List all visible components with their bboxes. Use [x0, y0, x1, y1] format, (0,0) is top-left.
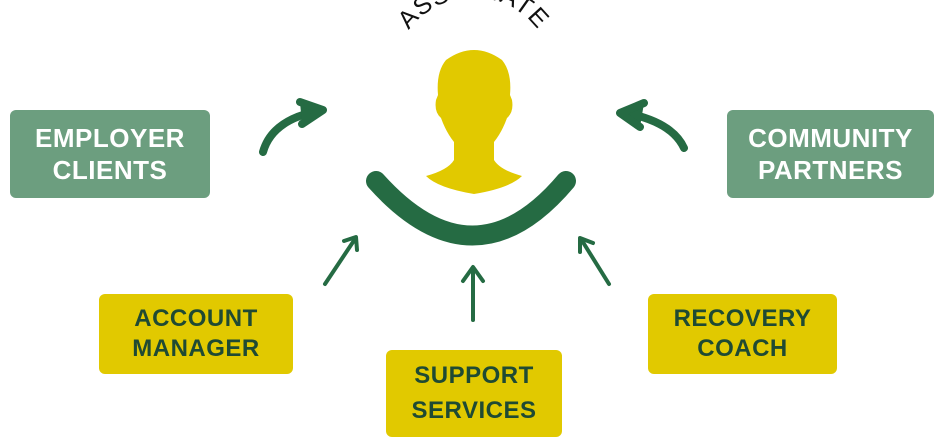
arrow-community — [616, 99, 688, 152]
recovery-coach-line-1: RECOVERY — [673, 305, 812, 332]
support-services-line-1: SUPPORT — [414, 361, 534, 389]
community-partners-box: COMMUNITY PARTNERS — [727, 110, 934, 198]
account-manager-box: ACCOUNT MANAGER — [99, 294, 293, 374]
arrow-recovery — [578, 236, 611, 286]
person-icon — [426, 50, 522, 194]
employer-clients-line-1: EMPLOYER — [35, 122, 185, 153]
employer-clients-line-2: CLIENTS — [52, 155, 168, 185]
arrow-employer — [259, 98, 327, 156]
recovery-coach-line-2: COACH — [697, 335, 788, 362]
support-services-line-2: SERVICES — [411, 396, 537, 424]
recovery-coach-box: RECOVERY COACH — [648, 294, 837, 374]
support-services-box: SUPPORT SERVICES — [386, 350, 562, 437]
arrow-support — [461, 265, 485, 322]
employer-clients-box: EMPLOYER CLIENTS — [10, 110, 210, 198]
account-manager-line-2: MANAGER — [132, 335, 260, 362]
center-label-text: ASSOCIATE — [392, 0, 553, 34]
community-partners-line-1: COMMUNITY — [748, 122, 913, 153]
account-manager-line-1: ACCOUNT — [134, 305, 258, 332]
community-partners-line-2: PARTNERS — [757, 155, 904, 185]
smile-arc — [366, 171, 576, 246]
arrow-account — [323, 235, 359, 286]
center-label: ASSOCIATE — [392, 0, 554, 34]
